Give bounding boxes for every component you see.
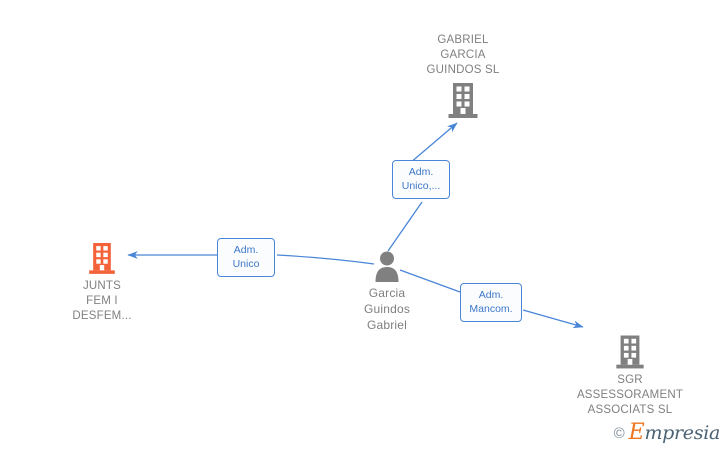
company-building-icon — [448, 83, 478, 118]
edge-line-to-gabriel-garcia-guindos — [387, 201, 423, 252]
edge-arrow-to-sgr — [522, 309, 584, 329]
edge-line-to-junts-fem-right — [276, 254, 375, 265]
edge-label-adm-unico-variant[interactable]: Adm. Unico,... — [392, 160, 450, 199]
company-building-icon — [616, 335, 644, 369]
node-sgr-assessorament-associats-sl[interactable]: SGR ASSESSORAMENT ASSOCIATS SL — [550, 333, 710, 418]
node-gabriel-garcia-guindos-sl[interactable]: GABRIEL GARCIA GUINDOS SL — [383, 30, 543, 119]
edge-label-adm-mancom[interactable]: Adm. Mancom. — [460, 283, 522, 322]
node-label-sgr-assessorament-associats-sl: SGR ASSESSORAMENT ASSOCIATS SL — [576, 374, 684, 416]
edge-arrow-to-gabriel-garcia-guindos — [409, 122, 458, 164]
node-label-garcia-guindos-gabriel: Garcia Guindos Gabriel — [363, 286, 411, 332]
node-junts-fem-i-desfem[interactable]: JUNTS FEM I DESFEM... — [22, 240, 182, 324]
node-label-junts-fem-i-desfem: JUNTS FEM I DESFEM... — [72, 280, 132, 322]
node-label-gabriel-garcia-guindos-sl: GABRIEL GARCIA GUINDOS SL — [426, 34, 500, 76]
empresia-logo-rest: mpresia — [644, 422, 720, 444]
node-garcia-guindos-gabriel[interactable]: Garcia Guindos Gabriel — [307, 250, 467, 333]
edge-line-to-sgr-left — [399, 269, 461, 293]
edge-label-adm-unico[interactable]: Adm. Unico — [217, 238, 275, 277]
company-building-icon — [89, 243, 115, 274]
empresia-watermark: © Empresia — [613, 420, 721, 445]
empresia-logo-text: Empresia — [628, 420, 721, 445]
person-icon — [375, 251, 399, 282]
empresia-logo-lead-letter: E — [628, 420, 645, 445]
copyright-icon: © — [613, 424, 625, 442]
